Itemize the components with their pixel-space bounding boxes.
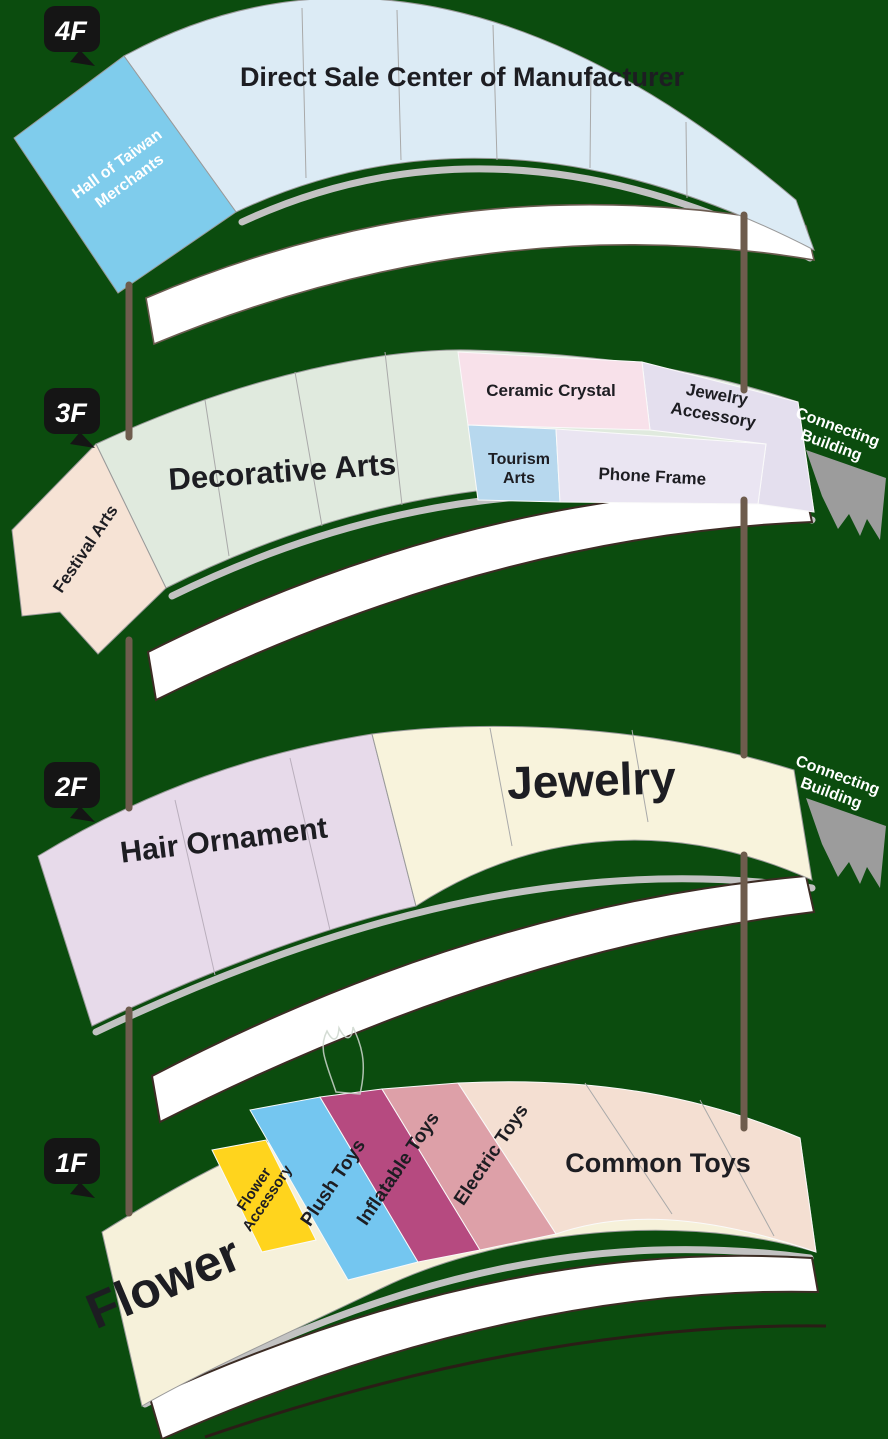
badge-2f-bubble xyxy=(44,762,100,808)
floor2-deck xyxy=(150,874,816,1124)
badge-4f-label: 4F xyxy=(54,16,88,46)
badge-4f: 4F xyxy=(44,6,100,66)
floor1-lower-arc xyxy=(204,1324,827,1439)
badge-2f-tail xyxy=(70,806,95,822)
badge-3f-label: 3F xyxy=(55,398,88,428)
floor2-shadow xyxy=(92,875,816,1036)
floor4-deck xyxy=(145,203,816,346)
floor1-shadow xyxy=(141,1246,814,1408)
floor3-dividers xyxy=(204,351,403,557)
badge-1f-bubble xyxy=(44,1138,100,1184)
jewelry-label: Jewelry xyxy=(506,751,677,809)
ceramic-crystal-label: Ceramic Crystal xyxy=(486,381,615,400)
badge-2f: 2F xyxy=(44,762,100,822)
connecting-bridge-2f xyxy=(806,798,886,888)
badge-1f-label: 1F xyxy=(55,1148,88,1178)
floor-3f: Decorative Arts Festival Arts Ceramic Cr… xyxy=(11,349,886,702)
badge-4f-bubble xyxy=(44,6,100,52)
electric-toys-section xyxy=(381,1082,557,1251)
direct-sale-label: Direct Sale Center of Manufacturer xyxy=(240,62,685,92)
phone-frame-section xyxy=(555,428,767,505)
badge-2f-label: 2F xyxy=(54,772,88,802)
floor-4f: Direct Sale Center of Manufacturer Hall … xyxy=(13,0,816,346)
floor1-dividers xyxy=(584,1082,775,1237)
festival-arts-section xyxy=(11,443,167,655)
floor1-deck xyxy=(148,1254,820,1439)
badge-1f-tail xyxy=(70,1182,95,1198)
flower-accessory-section xyxy=(211,1139,317,1253)
badge-1f: 1F xyxy=(44,1138,100,1198)
common-toys-section xyxy=(457,1081,817,1253)
floor-1f: Flower FlowerAccessory Plush Toys Inflat… xyxy=(78,1025,827,1439)
badge-3f: 3F xyxy=(44,388,100,448)
hall-of-taiwan-section xyxy=(13,55,237,294)
connecting-bridge-3f xyxy=(806,450,886,540)
floor4-dividers xyxy=(301,7,688,199)
direct-sale-section xyxy=(123,0,815,252)
badge-3f-bubble xyxy=(44,388,100,434)
support-poles xyxy=(125,211,748,1217)
jewelry-section xyxy=(371,725,813,907)
badge-3f-tail xyxy=(70,432,95,448)
common-toys-label: Common Toys xyxy=(565,1148,751,1178)
decoration-outline xyxy=(322,1025,365,1095)
floor2-dividers xyxy=(489,727,649,847)
badge-4f-tail xyxy=(70,50,95,66)
floor2-purple-dividers xyxy=(174,757,331,976)
ceramic-crystal-section xyxy=(457,351,651,431)
